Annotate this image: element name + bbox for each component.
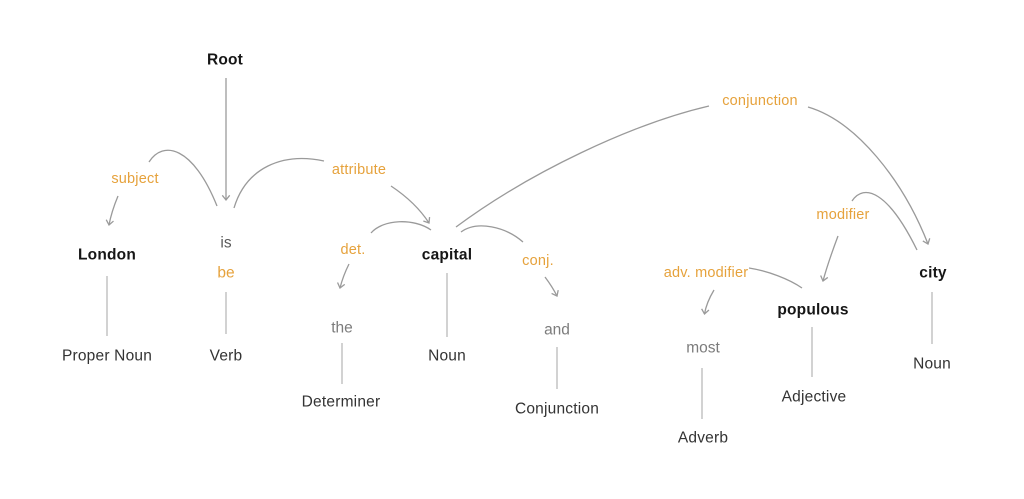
conj-arrow — [544, 276, 559, 297]
relation-label-det: det. — [340, 241, 366, 258]
token-capital: capital — [421, 246, 473, 264]
conj-arc — [460, 225, 524, 243]
token-city: city — [919, 264, 947, 282]
pos-adjective: Adjective — [781, 388, 847, 406]
relation-label-modifier: modifier — [816, 206, 870, 223]
pos-noun-capital: Noun — [428, 347, 466, 365]
relation-label-subject: subject — [111, 170, 159, 187]
advmod-arc — [748, 267, 803, 289]
relation-label-attribute: attribute — [331, 161, 387, 178]
modifier-arc — [851, 191, 918, 251]
attribute-arc — [233, 157, 325, 209]
pos-connector-lines — [106, 273, 933, 419]
subject-arc — [148, 149, 218, 207]
token-is: is — [220, 234, 232, 252]
relation-label-adv-modifier: adv. modifier — [663, 264, 749, 281]
root-label: Root — [206, 51, 244, 69]
det-arrow — [336, 263, 350, 290]
token-populous: populous — [777, 301, 849, 319]
advmod-arrow — [701, 289, 715, 316]
attribute-arrow — [390, 185, 431, 224]
pos-adverb: Adverb — [677, 429, 729, 447]
lemma-be: be — [217, 264, 235, 282]
relation-label-conjunction: conjunction — [722, 92, 798, 109]
pos-determiner: Determiner — [301, 393, 381, 411]
pos-proper-noun: Proper Noun — [61, 347, 153, 365]
token-the: the — [331, 319, 353, 337]
det-arc — [370, 221, 432, 234]
modifier-arrow — [820, 235, 839, 283]
token-london: London — [77, 246, 137, 264]
pos-verb: Verb — [209, 347, 243, 365]
pos-conjunction: Conjunction — [514, 400, 600, 418]
dependency-arcs — [105, 78, 931, 316]
pos-noun-city: Noun — [913, 355, 951, 373]
conjunction-arc — [455, 105, 710, 228]
conjunction-arrow — [807, 106, 931, 245]
token-most: most — [686, 339, 720, 357]
subject-arrow — [105, 195, 119, 227]
token-and: and — [544, 321, 570, 339]
relation-label-conj: conj. — [522, 252, 554, 269]
